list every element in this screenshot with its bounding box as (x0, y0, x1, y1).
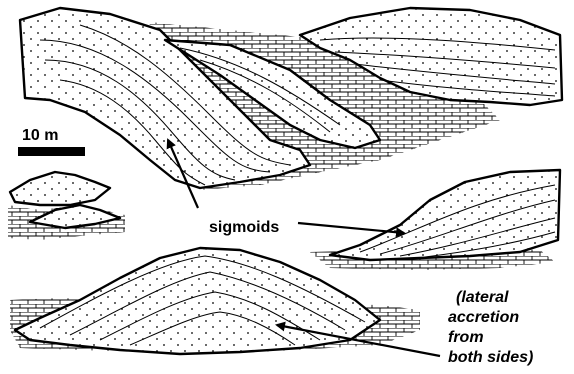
lateral-label-line-1: (lateral (456, 289, 509, 306)
lateral-label-line-4: both sides) (448, 349, 533, 366)
scale-bar-rule (18, 147, 85, 156)
lateral-label-line-2: accretion (448, 309, 519, 326)
scale-bar-label: 10 m (22, 127, 58, 144)
sigmoids-label: sigmoids (209, 219, 279, 236)
right-middle-sigmoid (310, 170, 560, 270)
scale-bar: 10 m (18, 127, 85, 156)
lateral-label-line-3: from (448, 329, 484, 346)
sigmoids-arrow-to-right (298, 223, 404, 233)
small-left-sandbody (8, 172, 125, 240)
lateral-accretion-label: (lateral accretion from both sides) (448, 289, 533, 366)
top-sigmoid-complex (20, 8, 562, 190)
